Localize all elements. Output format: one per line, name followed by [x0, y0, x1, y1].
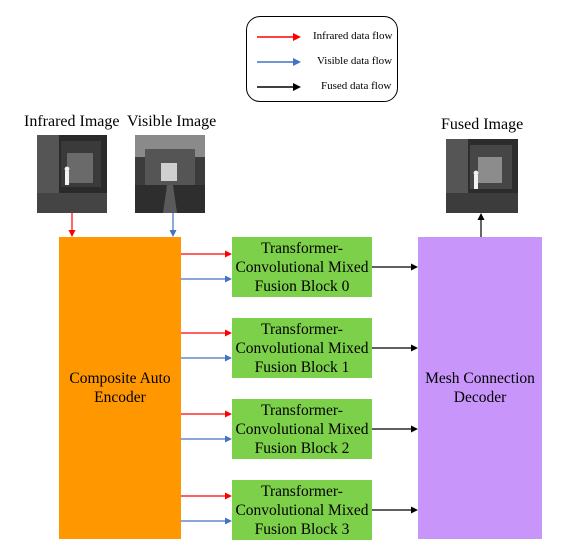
visible-image-caption: Visible Image	[127, 113, 217, 130]
fusion-block-3-line2: Convolutional Mixed	[235, 501, 369, 519]
fusion-block-3-line1: Transformer-	[261, 482, 343, 500]
fusion-block-0: Transformer- Convolutional Mixed Fusion …	[232, 237, 372, 297]
infrared-image-caption: Infrared Image	[24, 113, 120, 130]
fusion-block-1: Transformer- Convolutional Mixed Fusion …	[232, 318, 372, 378]
fusion-block-2: Transformer- Convolutional Mixed Fusion …	[232, 399, 372, 459]
fusion-block-1-line1: Transformer-	[261, 320, 343, 338]
infrared-image-graphic	[37, 135, 107, 213]
legend-label-infrared: Infrared data flow	[313, 30, 393, 42]
fusion-block-2-line1: Transformer-	[261, 401, 343, 419]
mesh-connection-decoder: Mesh Connection Decoder	[418, 237, 542, 539]
fusion-block-0-line2: Convolutional Mixed	[235, 258, 369, 276]
fusion-block-2-line2: Convolutional Mixed	[235, 420, 369, 438]
fusion-block-3-line3: Fusion Block 3	[254, 520, 350, 538]
fusion-block-1-line2: Convolutional Mixed	[235, 339, 369, 357]
fused-image-graphic	[446, 139, 518, 213]
infrared-image	[37, 135, 107, 213]
fusion-block-1-line3: Fusion Block 1	[254, 358, 350, 376]
fused-image-caption: Fused Image	[441, 116, 524, 133]
visible-image-graphic	[135, 135, 205, 213]
decoder-label-line1: Mesh Connection	[425, 370, 535, 387]
encoder-label-line2: Encoder	[94, 389, 146, 406]
fused-image	[446, 139, 518, 213]
legend-label-visible: Visible data flow	[317, 55, 393, 67]
decoder-label-line2: Decoder	[453, 389, 507, 406]
legend-label-fused: Fused data flow	[321, 80, 392, 92]
composite-auto-encoder: Composite Auto Encoder	[59, 237, 181, 539]
fusion-block-0-line1: Transformer-	[261, 239, 343, 257]
fusion-block-2-line3: Fusion Block 2	[254, 439, 350, 457]
visible-image	[135, 135, 205, 213]
encoder-label-line1: Composite Auto	[69, 370, 171, 387]
legend: Infrared data flow Visible data flow Fus…	[246, 16, 398, 102]
fusion-block-3: Transformer- Convolutional Mixed Fusion …	[232, 480, 372, 540]
fusion-block-0-line3: Fusion Block 0	[254, 277, 350, 295]
legend-arrows	[257, 33, 301, 91]
